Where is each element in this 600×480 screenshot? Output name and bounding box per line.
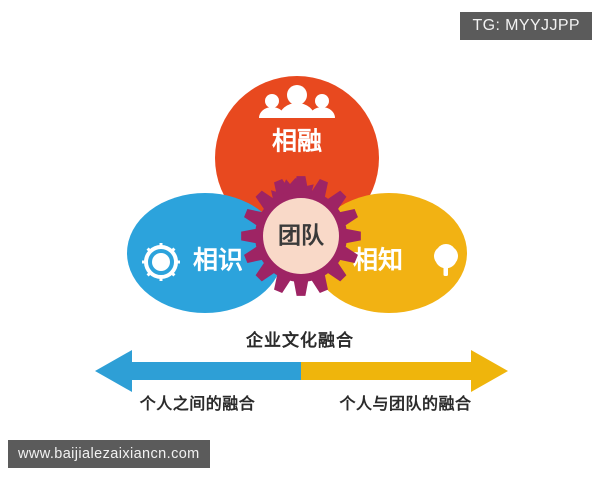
lobe-right-shape — [311, 193, 467, 313]
venn-svg: 相融 — [127, 76, 467, 313]
lobe-top-relong[interactable]: 相融 — [215, 76, 379, 240]
site-watermark-badge: www.baijialezaixiancn.com — [8, 440, 210, 468]
lobe-right-label: 相知 — [353, 247, 403, 275]
telegram-watermark-badge: TG: MYYJJPP — [460, 12, 592, 40]
sun-gear-icon — [142, 243, 180, 281]
lobe-left-shape — [127, 193, 283, 313]
core-inner-circle — [263, 198, 339, 274]
tree-icon — [434, 243, 458, 276]
core-label: 团队 — [278, 222, 325, 248]
axis-left-label: 个人之间的融合 — [139, 396, 256, 413]
venn-diagram: 相融 — [127, 76, 467, 313]
lobe-left-label: 相识 — [193, 247, 243, 275]
axis-arrow-left — [95, 350, 301, 392]
core-team-gear[interactable]: 团队 — [241, 176, 361, 296]
axis-title: 企业文化融合 — [246, 331, 354, 350]
culture-axis: 企业文化融合 个人之间的融合 个人与团队的融合 — [0, 326, 600, 426]
lobe-left-xiangshi[interactable]: 相识 — [127, 193, 283, 313]
axis-arrow-svg — [95, 350, 508, 392]
lobe-top-label: 相融 — [272, 128, 322, 156]
axis-arrow-right — [301, 350, 508, 392]
axis-right-label: 个人与团队的融合 — [339, 396, 472, 413]
lobe-right-xiangzhi[interactable]: 相知 — [311, 193, 467, 313]
people-group-icon — [259, 85, 335, 118]
